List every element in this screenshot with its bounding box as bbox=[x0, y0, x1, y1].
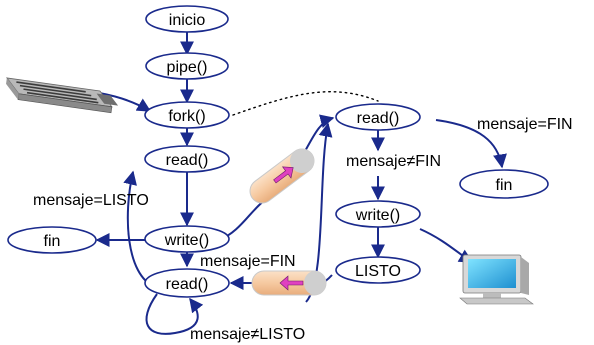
node-fin-left: fin bbox=[7, 226, 97, 254]
node-fork-label: fork() bbox=[168, 108, 205, 125]
computer-monitor-icon bbox=[459, 254, 534, 305]
node-read-child: read() bbox=[335, 103, 421, 131]
node-fin-right-label: fin bbox=[496, 177, 513, 194]
node-read-parent-2: read() bbox=[144, 268, 230, 298]
node-fork: fork() bbox=[144, 101, 230, 129]
node-write-parent-label: write() bbox=[164, 232, 209, 249]
label-mensaje-fin-mid: mensaje=FIN bbox=[200, 253, 296, 270]
node-read-parent-label: read() bbox=[166, 152, 209, 169]
node-read-parent: read() bbox=[144, 145, 230, 173]
node-read-child-label: read() bbox=[357, 110, 400, 127]
node-pipe-label: pipe() bbox=[167, 59, 208, 76]
node-write-child: write() bbox=[335, 200, 421, 228]
node-fin-left-label: fin bbox=[44, 233, 61, 250]
node-write-parent: write() bbox=[144, 225, 230, 253]
label-mensaje-not-fin: mensaje≠FIN bbox=[346, 153, 441, 170]
label-mensaje-not-listo: mensaje≠LISTO bbox=[190, 326, 305, 343]
node-write-child-label: write() bbox=[355, 207, 400, 224]
node-fin-right: fin bbox=[459, 169, 549, 199]
pipe-icon bbox=[249, 148, 315, 204]
node-listo-label: LISTO bbox=[355, 263, 401, 280]
keyboard-icon bbox=[5, 77, 119, 114]
edge-read-child-fin bbox=[435, 119, 507, 169]
node-inicio-label: inicio bbox=[169, 12, 206, 29]
node-listo: LISTO bbox=[335, 256, 421, 284]
edge-read2-read-listo bbox=[123, 170, 156, 288]
edge-fork-child-dotted bbox=[232, 91, 379, 116]
node-pipe: pipe() bbox=[145, 52, 229, 80]
pipe-icon bbox=[251, 270, 327, 296]
label-mensaje-listo: mensaje=LISTO bbox=[33, 192, 149, 209]
edge-read2-self-loop bbox=[145, 293, 204, 335]
node-read-parent-2-label: read() bbox=[166, 276, 209, 293]
node-inicio: inicio bbox=[145, 5, 229, 33]
label-mensaje-fin-right: mensaje=FIN bbox=[477, 116, 573, 133]
